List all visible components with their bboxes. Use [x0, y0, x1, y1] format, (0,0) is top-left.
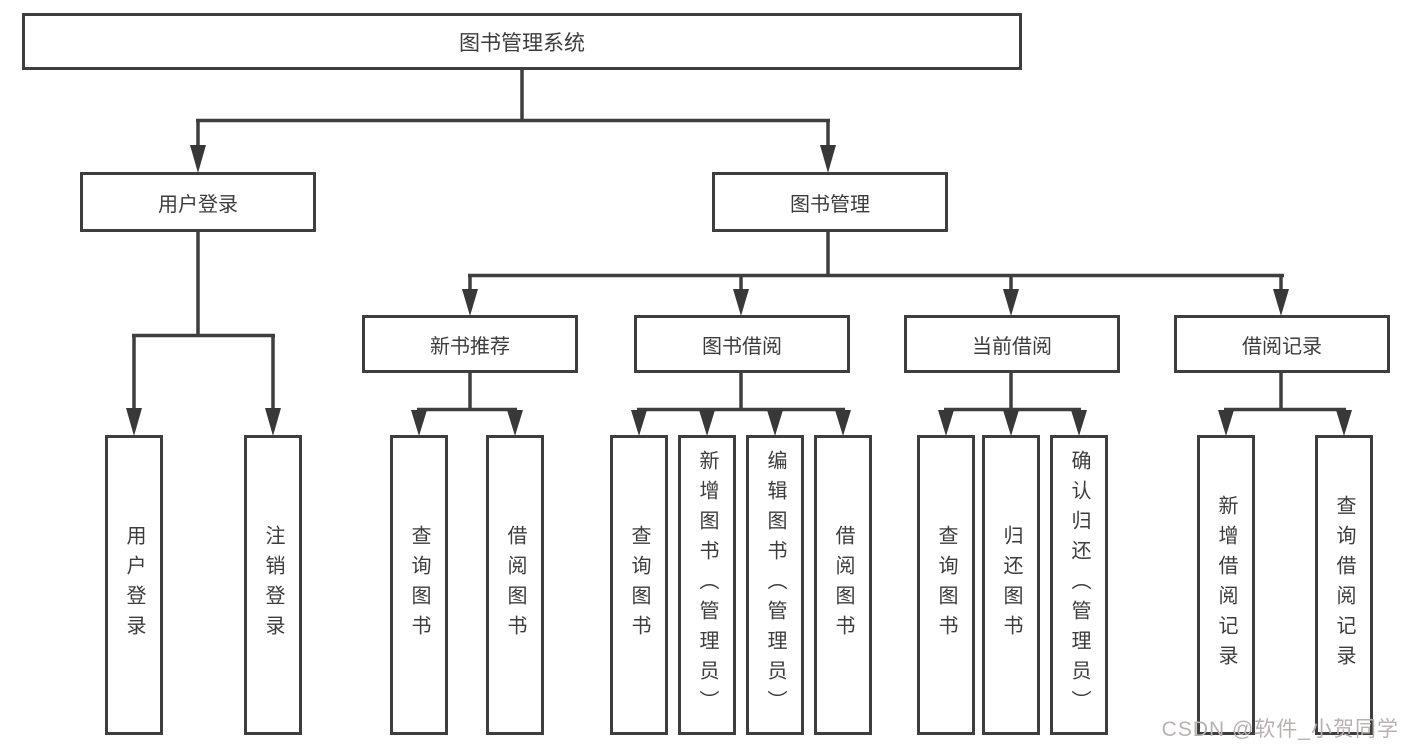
node-label: 借阅记录 — [1242, 335, 1322, 358]
node-label: 注销登录 — [262, 525, 284, 645]
node-label: 查询图书 — [628, 525, 650, 645]
leaf-borrow-book: 借阅图书 — [814, 435, 872, 735]
leaf-query-book-borrowing: 查询图书 — [610, 435, 668, 735]
node-label: 借阅图书 — [504, 525, 526, 645]
leaf-return-book: 归还图书 — [982, 435, 1040, 735]
node-label: 当前借阅 — [972, 335, 1052, 358]
node-label: 确认归还（管理员） — [1068, 450, 1090, 720]
node-label: 新增借阅记录 — [1215, 495, 1237, 675]
node-label: 图书借阅 — [702, 335, 782, 358]
node-label: 用户登录 — [158, 193, 238, 216]
node-book-management: 图书管理 — [712, 172, 948, 232]
leaf-query-book-recommend: 查询图书 — [390, 435, 448, 735]
node-label: 新书推荐 — [430, 335, 510, 358]
node-current-borrowing: 当前借阅 — [904, 315, 1120, 373]
leaf-borrow-book-recommend: 借阅图书 — [486, 435, 544, 735]
leaf-add-borrow-record: 新增借阅记录 — [1197, 435, 1255, 735]
node-label: 借阅图书 — [832, 525, 854, 645]
leaf-edit-book-admin: 编辑图书（管理员） — [746, 435, 804, 735]
leaf-query-borrow-record: 查询借阅记录 — [1315, 435, 1373, 735]
leaf-logout: 注销登录 — [244, 435, 302, 735]
node-label: 图书管理 — [790, 193, 870, 216]
node-label: 查询图书 — [935, 525, 957, 645]
node-user-login: 用户登录 — [80, 172, 316, 232]
node-label: 图书管理系统 — [459, 31, 585, 55]
node-label: 查询图书 — [408, 525, 430, 645]
node-label: 编辑图书（管理员） — [764, 450, 786, 720]
node-label: 新增图书（管理员） — [696, 450, 718, 720]
node-borrowing-records: 借阅记录 — [1174, 315, 1390, 373]
leaf-confirm-return-admin: 确认归还（管理员） — [1050, 435, 1108, 735]
node-book-borrowing: 图书借阅 — [634, 315, 850, 373]
node-library-management-system: 图书管理系统 — [22, 13, 1022, 70]
node-label: 用户登录 — [123, 525, 145, 645]
csdn-watermark: CSDN @软件_小贺同学 — [1161, 718, 1399, 741]
node-new-book-recommend: 新书推荐 — [362, 315, 578, 373]
leaf-add-book-admin: 新增图书（管理员） — [678, 435, 736, 735]
node-label: 查询借阅记录 — [1333, 495, 1355, 675]
node-label: 归还图书 — [1000, 525, 1022, 645]
leaf-user-login: 用户登录 — [105, 435, 163, 735]
leaf-query-book-current: 查询图书 — [917, 435, 975, 735]
